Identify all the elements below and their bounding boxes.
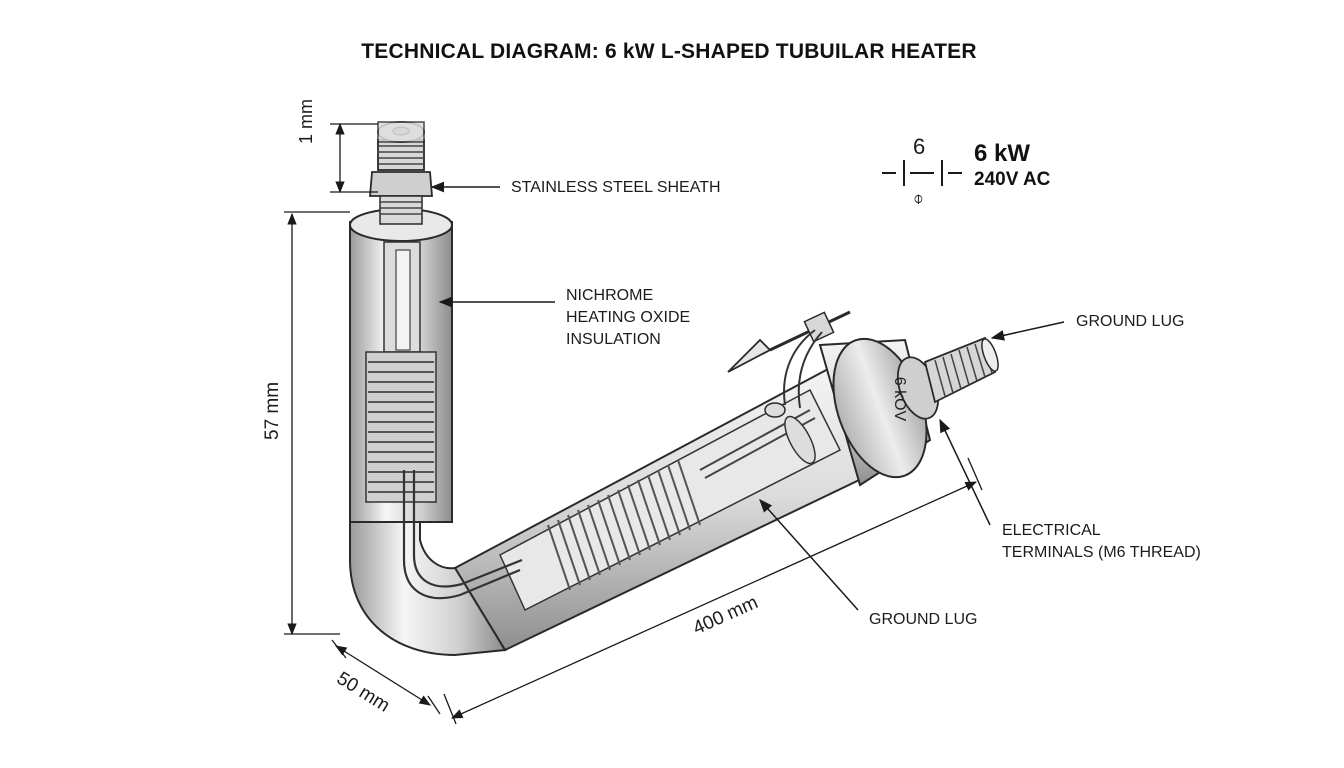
ground-lug-tab <box>727 310 851 418</box>
label-terminals-line2: TERMINALS (M6 THREAD) <box>1002 544 1201 561</box>
label-stainless-steel-sheath: STAINLESS STEEL SHEATH <box>511 179 721 196</box>
diagonal-tube <box>453 366 882 652</box>
resistor-symbol <box>882 160 962 186</box>
dimension-thread: 1 mm <box>296 99 317 144</box>
dimension-height: 57 mm <box>262 382 284 440</box>
vertical-tube <box>349 208 523 657</box>
voltage-value: 240V AC <box>974 169 1051 190</box>
dimension-lines <box>284 122 983 725</box>
label-ground-lug-top: GROUND LUG <box>1076 313 1185 330</box>
dimension-thread-text: 1 mm <box>296 99 316 144</box>
label-electrical-terminals: ELECTRICAL TERMINALS (M6 THREAD) <box>1002 520 1201 564</box>
label-terminals-line1: ELECTRICAL <box>1002 522 1101 539</box>
diagram-title: TECHNICAL DIAGRAM: 6 kW L-SHAPED TUBUILA… <box>361 40 977 63</box>
power-value: 6 kW <box>974 140 1031 167</box>
label-nichrome-insulation: NICHROME HEATING OXIDE INSULATION <box>566 285 690 351</box>
label-nichrome-line2: HEATING OXIDE <box>566 309 691 326</box>
label-nichrome-line3: INSULATION <box>566 331 661 348</box>
label-nichrome-line1: NICHROME <box>566 287 654 304</box>
dimension-height-text: 57 mm <box>262 381 283 440</box>
end-cap-stamp: 6 kOV <box>891 376 909 422</box>
power-rating: 6 kW 240V AC <box>974 140 1050 192</box>
end-cap <box>818 337 940 487</box>
symbol-top-digit: 6 <box>913 134 926 159</box>
label-ground-lug-bottom: GROUND LUG <box>869 611 978 628</box>
threaded-terminal <box>923 336 999 404</box>
top-fitting <box>369 121 433 225</box>
symbol-bottom-glyph: ⌽ <box>913 188 924 208</box>
